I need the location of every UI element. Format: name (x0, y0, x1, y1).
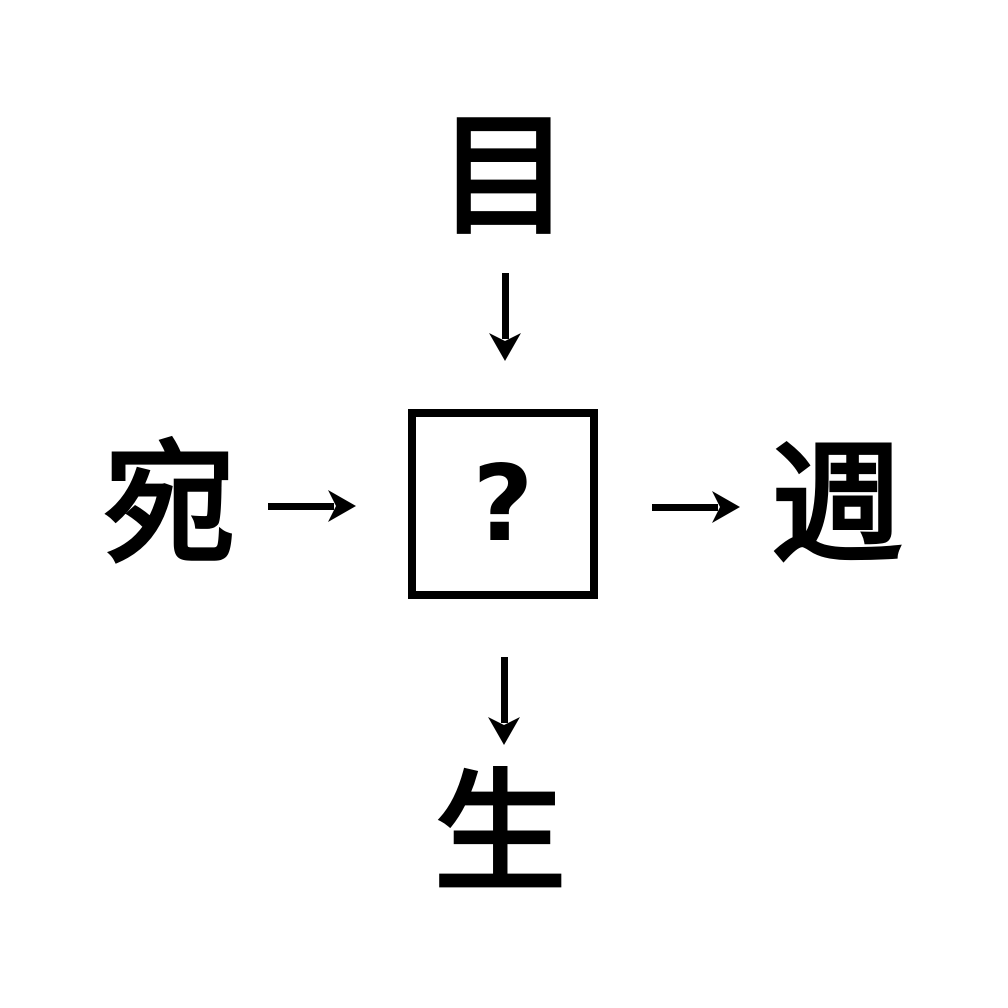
kanji-bottom: 生 (434, 757, 566, 911)
arrow-down-icon (487, 657, 521, 745)
arrow-right-icon (652, 490, 740, 524)
kanji-top: 目 (438, 100, 570, 254)
answer-box: ? (408, 409, 598, 599)
question-mark: ? (472, 442, 534, 565)
arrow-down-icon (488, 273, 522, 361)
kanji-right: 週 (771, 428, 903, 582)
kanji-left: 宛 (104, 428, 236, 582)
arrow-right-icon (268, 489, 356, 523)
